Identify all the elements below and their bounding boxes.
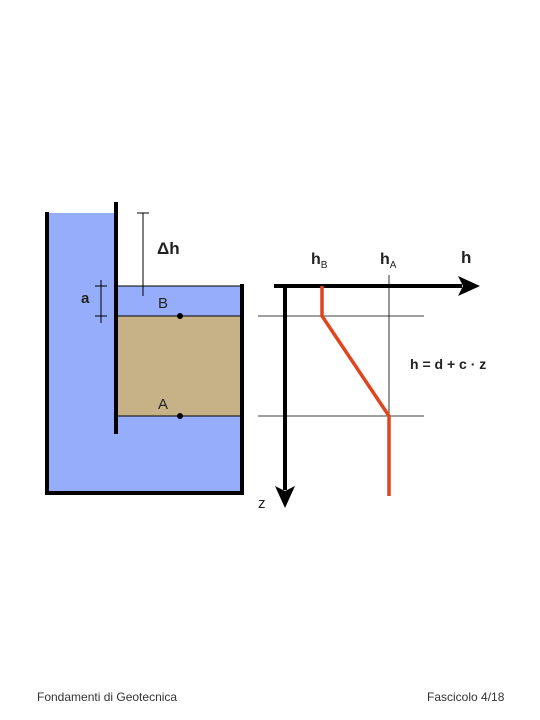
h-axis-label: h: [461, 248, 471, 267]
soil-sample: [116, 316, 242, 416]
z-axis: [275, 284, 295, 508]
bottom-water-channel: [48, 416, 242, 493]
point-a-marker: [177, 413, 183, 419]
point-b-marker: [177, 313, 183, 319]
top-water-layer: [116, 286, 242, 316]
a-label: a: [81, 290, 90, 307]
point-a-label: A: [158, 396, 168, 413]
delta-h-label: Δh: [157, 239, 180, 258]
head-distribution-line: [320, 286, 391, 496]
delta-h-dimension: [137, 212, 149, 296]
vessel: [45, 202, 244, 495]
z-axis-label: z: [258, 495, 266, 512]
footer-course-title: Fondamenti di Geotecnica: [37, 690, 178, 704]
h-a-label: hA: [380, 251, 397, 271]
h-axis: [274, 276, 480, 296]
h-b-label: hB: [311, 251, 328, 271]
footer-page-number: Fascicolo 4/18: [427, 690, 505, 704]
head-equation: h = d + c · z: [410, 356, 486, 372]
a-dimension: [95, 280, 107, 323]
point-b-label: B: [158, 295, 168, 312]
